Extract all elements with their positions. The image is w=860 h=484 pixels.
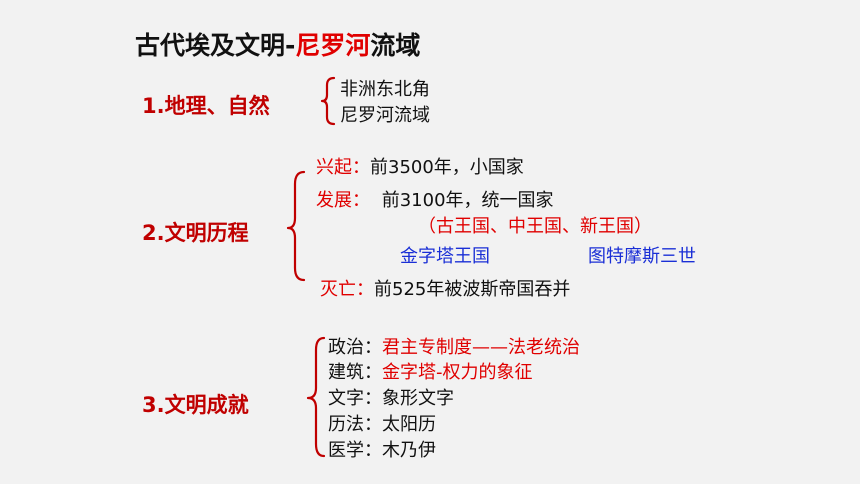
politics-label: 政治：	[328, 337, 382, 358]
section2-brace	[286, 170, 306, 282]
title-suffix: 流域	[370, 31, 421, 60]
rise-line: 兴起：前3500年，小国家	[316, 153, 524, 179]
thutmose-text: 图特摩斯三世	[588, 246, 696, 267]
fall-label: 灭亡：	[320, 279, 374, 300]
section1-item-1: 非洲东北角	[340, 79, 430, 100]
rise-text: 前3500年，小国家	[370, 157, 524, 178]
architecture-label: 建筑：	[328, 362, 382, 383]
section1-brace	[320, 76, 336, 126]
writing-line: 文字：象形文字	[328, 384, 454, 410]
pyramid-kingdom-text: 金字塔王国	[400, 246, 490, 267]
architecture-line: 建筑：金字塔-权力的象征	[328, 358, 533, 384]
calendar-line: 历法：太阳历	[328, 410, 436, 436]
fall-text: 前525年被波斯帝国吞并	[374, 279, 571, 300]
writing-text: 象形文字	[382, 388, 454, 409]
development-label: 发展：	[316, 190, 370, 211]
kingdoms-text: （古王国、中王国、新王国）	[418, 216, 652, 237]
development-line: 发展： 前3100年，统一国家	[316, 186, 554, 212]
calendar-text: 太阳历	[382, 414, 436, 435]
section3-brace	[306, 336, 326, 458]
medicine-line: 医学：木乃伊	[328, 436, 436, 462]
section1-heading: 1.地理、自然	[142, 94, 270, 118]
page-title: 古代埃及文明-尼罗河流域	[135, 26, 420, 62]
politics-line: 政治：君主专制度——法老统治	[328, 333, 580, 359]
medicine-text: 木乃伊	[382, 440, 436, 461]
politics-text: 君主专制度——法老统治	[382, 337, 580, 358]
title-highlight: 尼罗河	[295, 31, 371, 60]
development-text: 前3100年，统一国家	[381, 190, 554, 211]
fall-line: 灭亡：前525年被波斯帝国吞并	[320, 275, 570, 301]
architecture-text: 金字塔-权力的象征	[382, 362, 533, 383]
rise-label: 兴起：	[316, 157, 370, 178]
calendar-label: 历法：	[328, 414, 382, 435]
section3-heading: 3.文明成就	[142, 393, 249, 417]
section2-heading: 2.文明历程	[142, 221, 249, 245]
title-prefix: 古代埃及文明-	[135, 31, 296, 60]
section1-item-2: 尼罗河流域	[340, 105, 430, 126]
writing-label: 文字：	[328, 388, 382, 409]
medicine-label: 医学：	[328, 440, 382, 461]
